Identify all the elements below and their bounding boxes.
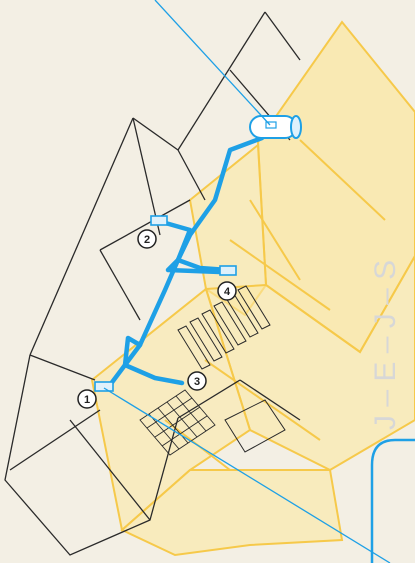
cylinder-end <box>291 116 301 138</box>
fixture-1 <box>95 382 113 391</box>
callout-label: 2 <box>144 234 150 246</box>
fixture-4 <box>220 266 236 275</box>
callout-2: 2 <box>138 230 156 248</box>
callout-label: 1 <box>84 394 90 406</box>
side-lettering: J – E – J – S <box>369 260 402 430</box>
callout-4: 4 <box>218 282 236 300</box>
callout-label: 4 <box>224 286 231 298</box>
water-heater-cylinder <box>250 116 301 138</box>
callout-1: 1 <box>78 390 96 408</box>
callout-label: 3 <box>194 376 200 388</box>
callout-3: 3 <box>188 372 206 390</box>
fixture-2 <box>151 216 167 225</box>
